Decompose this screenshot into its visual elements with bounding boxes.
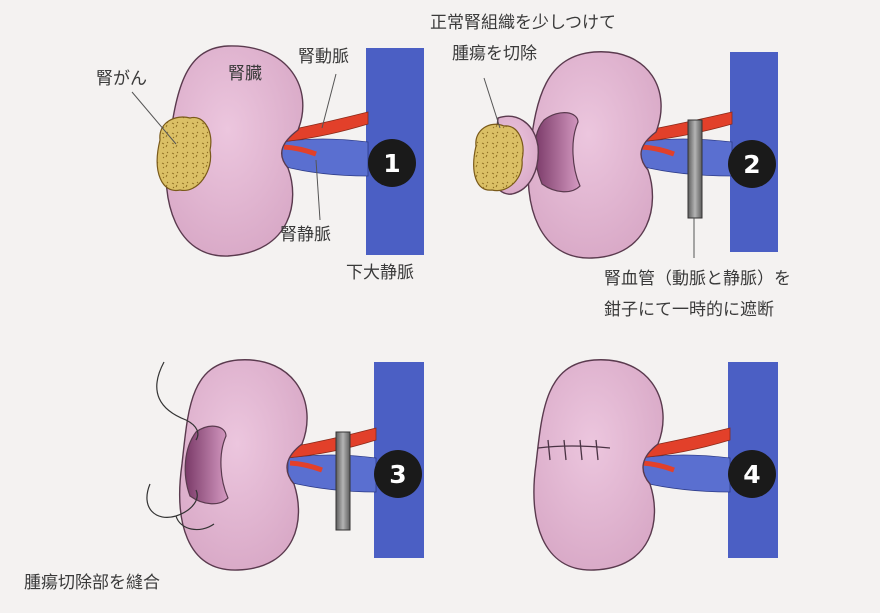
panel-3: 腫瘍切除部を縫合 3 (24, 359, 424, 593)
kidney-3 (179, 359, 308, 571)
leader-artery (321, 73, 337, 129)
label-suture: 腫瘍切除部を縫合 (24, 573, 160, 593)
badge-2 (728, 140, 776, 188)
renal-vessels-1 (279, 111, 369, 177)
label-kidney: 腎臓 (228, 64, 262, 84)
leader-cancer (131, 91, 177, 145)
badge-4 (728, 450, 776, 498)
label-artery: 腎動脈 (298, 47, 349, 67)
leader-vein (315, 159, 321, 221)
badge-1-number: 1 (383, 149, 400, 178)
label-excision-line2: 腫瘍を切除 (452, 44, 537, 64)
label-excision-line1: 正常腎組織を少しつけて (430, 13, 616, 33)
label-clamp-line2: 鉗子にて一時的に遮断 (604, 300, 774, 320)
tumor-1 (156, 116, 212, 191)
label-clamp-line1: 腎血管（動脈と静脈）を (604, 269, 791, 289)
label-ivc: 下大静脈 (346, 263, 414, 283)
clamp-2 (687, 119, 703, 219)
suture-thread-3 (146, 361, 215, 531)
renal-vessels-4 (637, 427, 731, 493)
badge-2-number: 2 (743, 150, 760, 179)
renal-vessels-3 (285, 427, 377, 493)
clamp-3 (335, 431, 351, 531)
sutures-4 (537, 439, 611, 461)
label-cancer: 腎がん (96, 69, 147, 89)
panel-4: 4 (533, 359, 778, 571)
panel-2: 正常腎組織を少しつけて 腫瘍を切除 腎血管（動脈と静脈）を 鉗子にて一時的に遮断… (430, 13, 791, 320)
tumor-2 (473, 123, 524, 192)
resection-cavity-2 (534, 112, 581, 193)
kidney-4 (533, 359, 664, 571)
resection-cavity-3 (184, 425, 229, 505)
renal-vessels-2 (637, 111, 733, 177)
panel-1: 腎がん 腎臓 腎動脈 腎静脈 下大静脈 1 (96, 45, 424, 283)
label-vein: 腎静脈 (280, 225, 331, 245)
badge-3 (374, 450, 422, 498)
badge-1 (368, 139, 416, 187)
badge-3-number: 3 (389, 460, 406, 489)
badge-4-number: 4 (743, 460, 760, 489)
leader-excision (483, 77, 501, 129)
